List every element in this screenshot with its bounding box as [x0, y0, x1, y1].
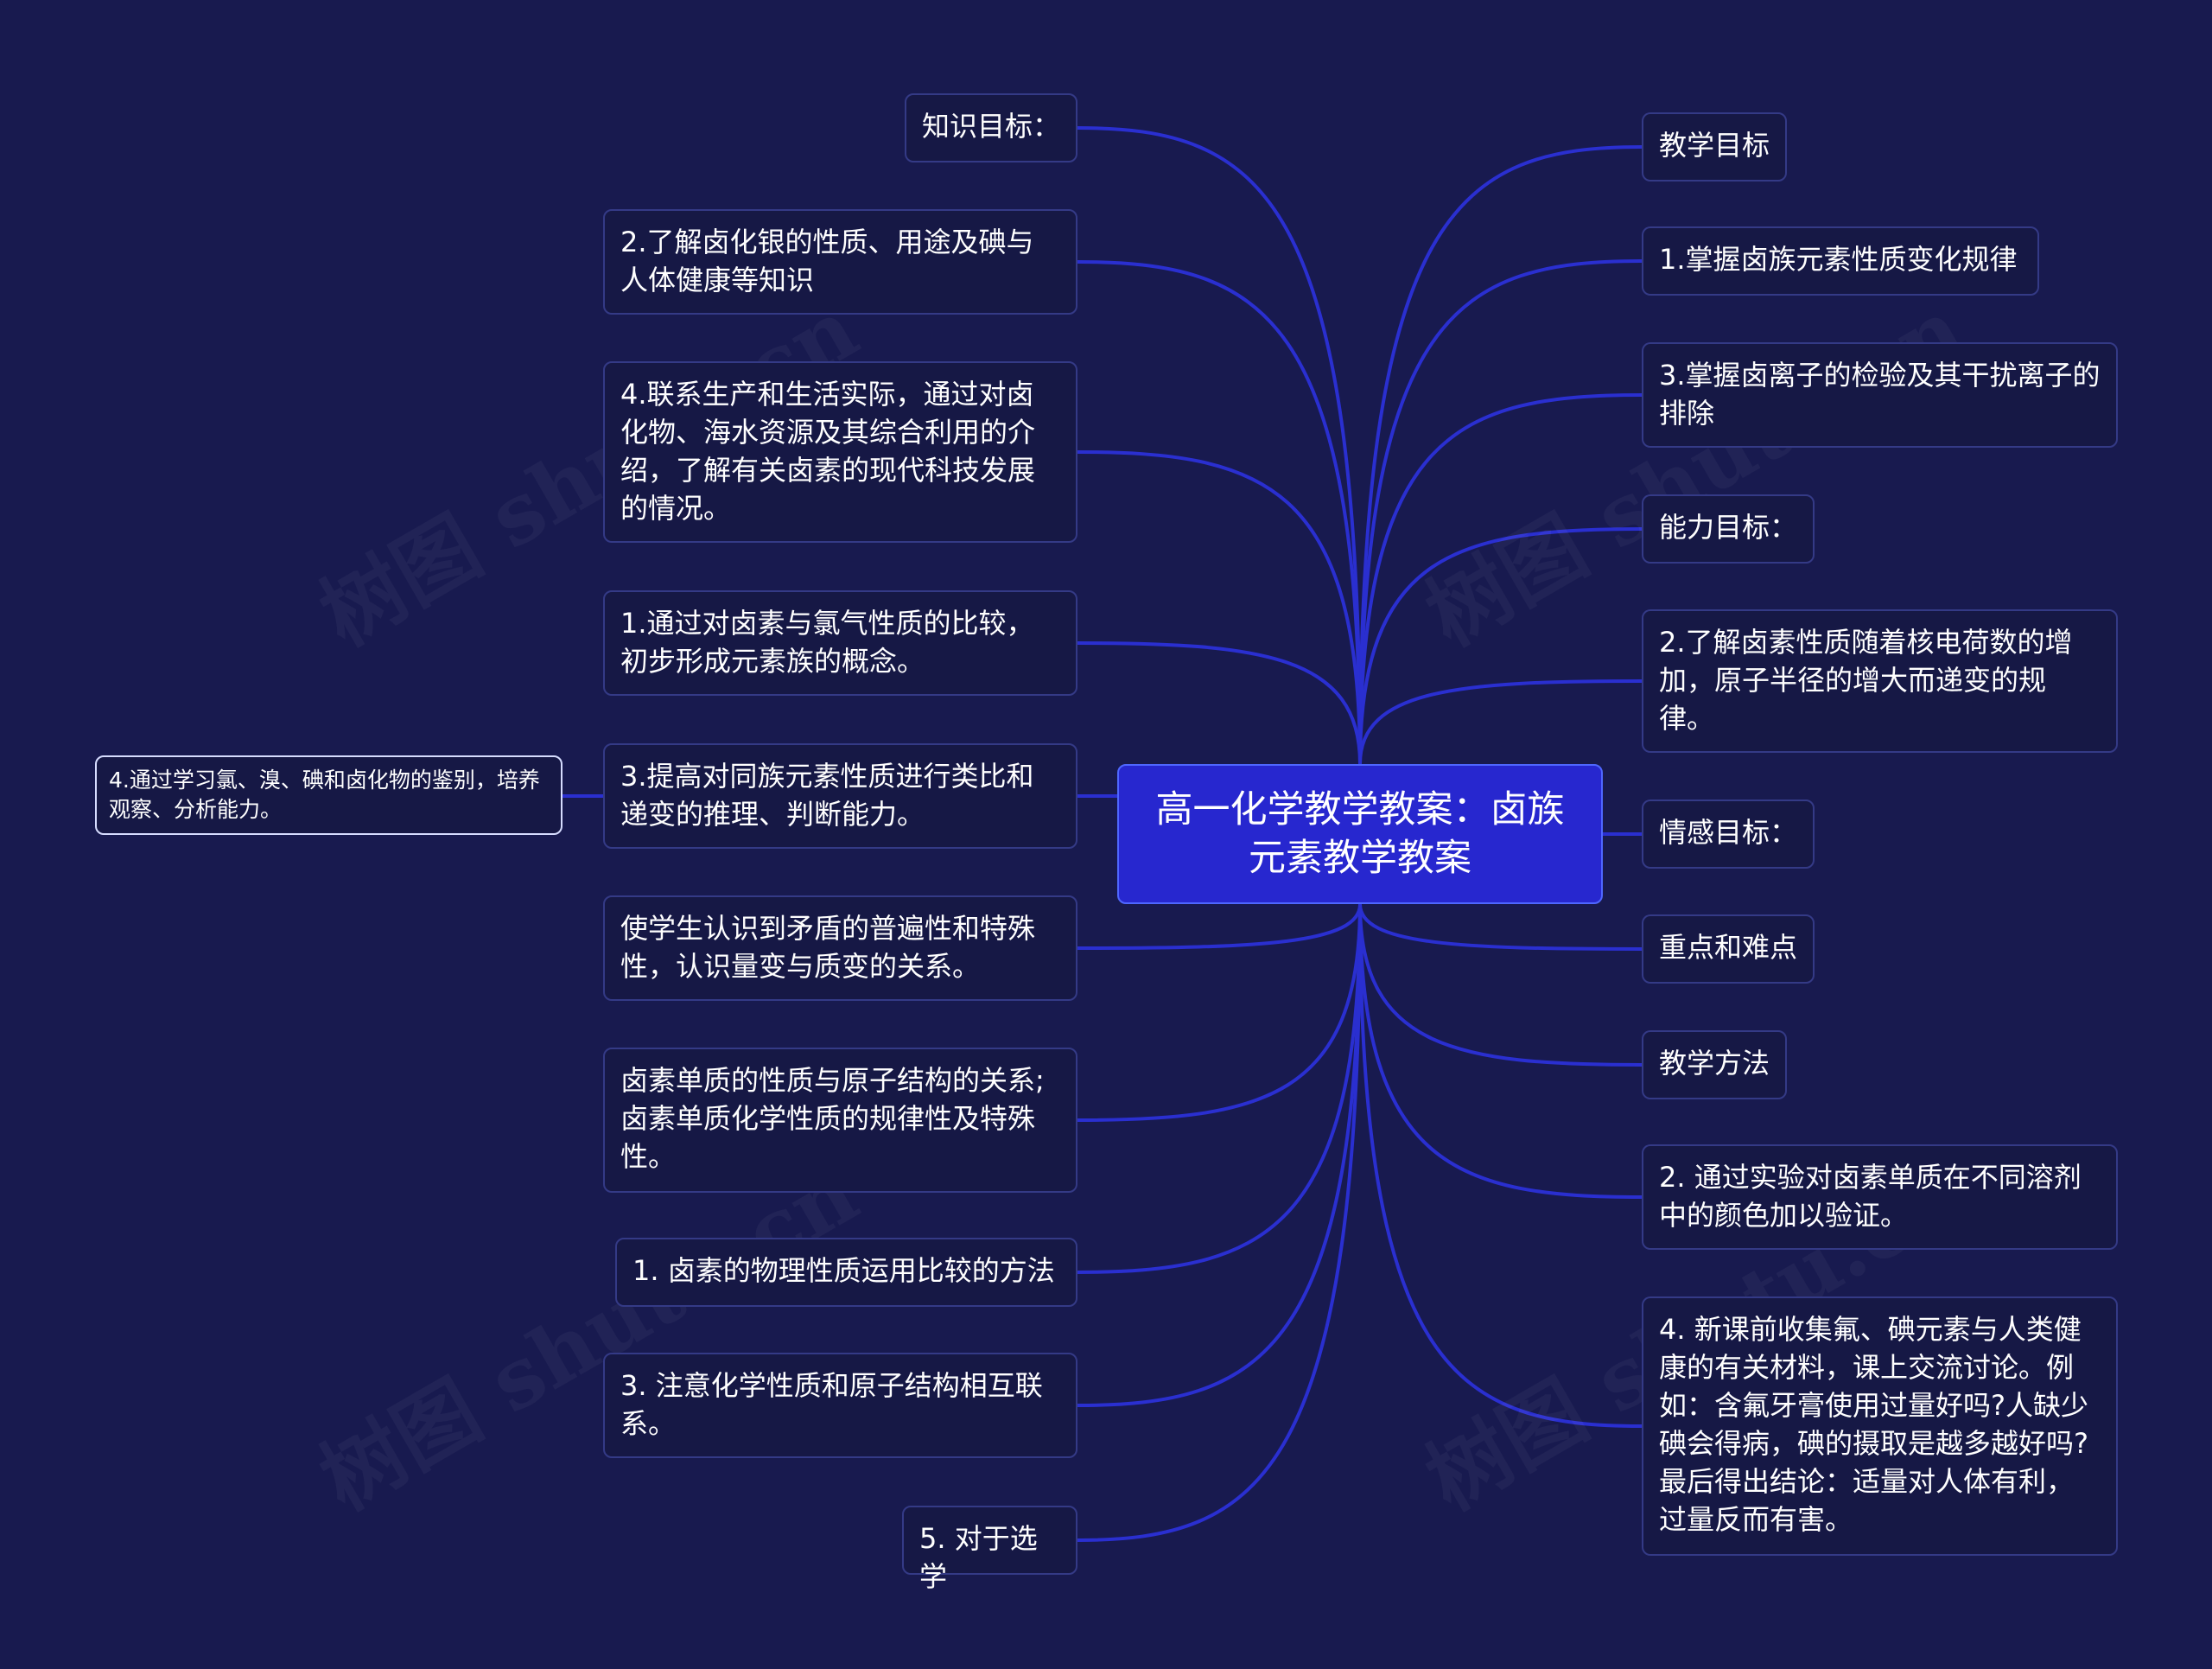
- connector-line: [1077, 903, 1362, 1122]
- node-silver-halide[interactable]: 2.了解卤化银的性质、用途及碘与人体健康等知识: [603, 209, 1077, 315]
- connector-line: [1358, 145, 1643, 765]
- node-fluorine-iodine-health[interactable]: 4. 新课前收集氟、碘元素与人类健康的有关材料，课上交流讨论。例如：含氟牙膏使用…: [1642, 1296, 2118, 1556]
- node-teaching-goals[interactable]: 教学目标: [1642, 112, 1787, 182]
- connector-line: [1077, 903, 1362, 950]
- connector-line: [1077, 126, 1362, 765]
- node-ability-goals[interactable]: 能力目标：: [1642, 494, 1815, 564]
- connector-line: [1077, 903, 1362, 1542]
- node-element-family[interactable]: 1.通过对卤素与氯气性质的比较，初步形成元素族的概念。: [603, 590, 1077, 696]
- node-contradiction[interactable]: 使学生认识到矛盾的普遍性和特殊性，认识量变与质变的关系。: [603, 895, 1077, 1001]
- node-emotional-goals[interactable]: 情感目标：: [1642, 799, 1815, 869]
- connector-line: [1358, 259, 1643, 765]
- node-physical-properties[interactable]: 1. 卤素的物理性质运用比较的方法: [615, 1238, 1077, 1307]
- node-chemical-structure[interactable]: 3. 注意化学性质和原子结构相互联系。: [603, 1353, 1077, 1458]
- connector-line: [1358, 679, 1643, 765]
- connector-line: [1077, 903, 1362, 1274]
- connector-line: [1358, 527, 1643, 765]
- node-analogy-reasoning[interactable]: 3.提高对同族元素性质进行类比和递变的推理、判断能力。: [603, 743, 1077, 849]
- node-production-life[interactable]: 4.联系生产和生活实际，通过对卤化物、海水资源及其综合利用的介绍，了解有关卤素的…: [603, 361, 1077, 543]
- connector-line: [1077, 903, 1362, 1407]
- node-elective[interactable]: 5. 对于选学: [902, 1506, 1077, 1593]
- node-solvent-colors[interactable]: 2. 通过实验对卤素单质在不同溶剂中的颜色加以验证。: [1642, 1144, 2118, 1250]
- node-knowledge-goals[interactable]: 知识目标：: [905, 93, 1077, 162]
- node-teaching-method[interactable]: 教学方法: [1642, 1030, 1787, 1099]
- connector-line: [1358, 903, 1643, 1428]
- node-identification-skill[interactable]: 4.通过学习氯、溴、碘和卤化物的鉴别，培养观察、分析能力。: [95, 755, 563, 835]
- connector-line: [1077, 260, 1362, 765]
- root-topic[interactable]: 高一化学教学教案：卤族元素教学教案: [1117, 764, 1603, 904]
- connector-line: [1358, 903, 1643, 1199]
- connector-line: [1358, 903, 1643, 951]
- connector-line: [1358, 393, 1643, 765]
- connector-line: [1358, 903, 1643, 1067]
- node-halogen-trend[interactable]: 1.掌握卤族元素性质变化规律: [1642, 226, 2039, 296]
- node-nuclear-charge[interactable]: 2.了解卤素性质随着核电荷数的增加，原子半径的增大而递变的规律。: [1642, 609, 2118, 753]
- connector-line: [1077, 450, 1362, 765]
- connector-line: [1077, 641, 1362, 765]
- node-halide-ion-test[interactable]: 3.掌握卤离子的检验及其干扰离子的排除: [1642, 342, 2118, 448]
- node-key-points[interactable]: 卤素单质的性质与原子结构的关系;卤素单质化学性质的规律性及特殊性。: [603, 1048, 1077, 1193]
- node-key-difficulties[interactable]: 重点和难点: [1642, 914, 1815, 984]
